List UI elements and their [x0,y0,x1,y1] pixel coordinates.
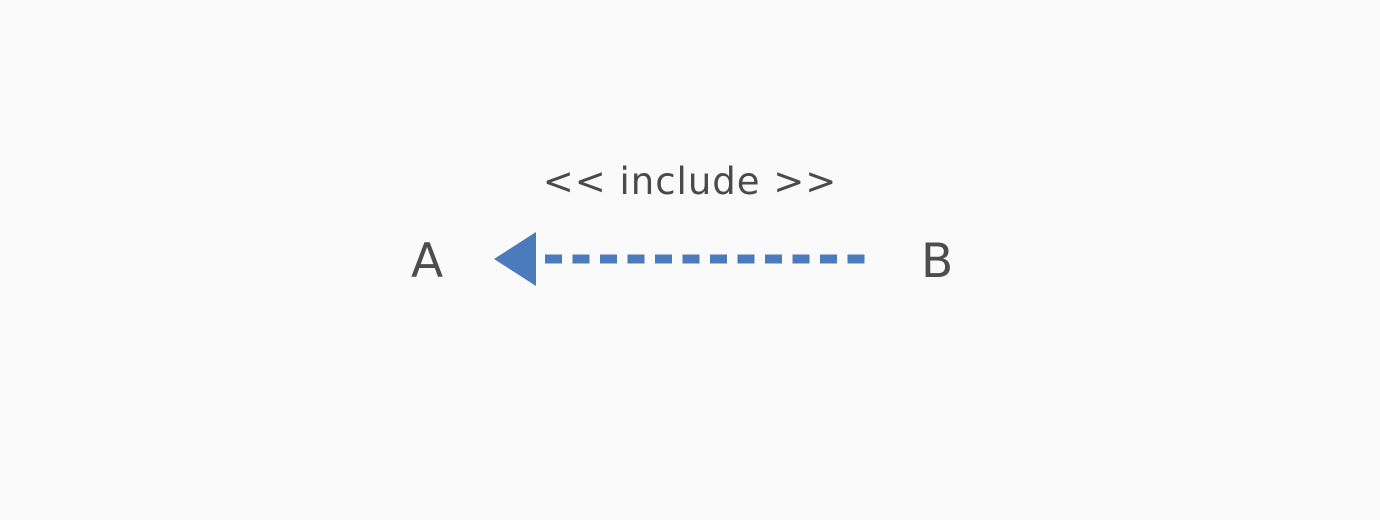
node-a-label: A [411,234,444,289]
include-arrow [494,232,868,286]
node-b-label: B [921,234,954,289]
stereotype-label: << include >> [542,160,838,203]
arrowhead-left-icon [494,232,536,286]
